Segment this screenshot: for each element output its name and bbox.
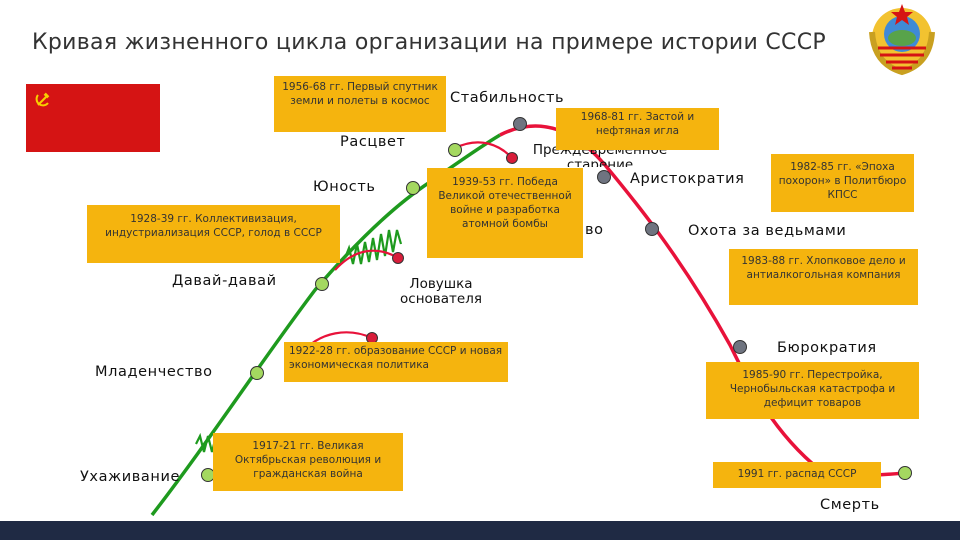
stage-infancy: Младенчество [95,364,213,380]
stage-youth: Юность [313,179,376,195]
event-1991: 1991 гг. распад СССР [713,462,881,488]
dot-aristocracy [597,170,611,184]
stage-bureaucracy: Бюрократия [777,340,877,356]
dot-infancy [250,366,264,380]
page-title: Кривая жизненного цикла организации на п… [32,30,826,55]
ussr-emblem-icon [869,4,935,76]
stage-go-go: Давай-давай [172,273,277,289]
stage-courtship: Ухаживание [80,469,181,485]
event-1939: 1939-53 гг. Победа Великой отечественной… [427,168,583,258]
event-1956: 1956-68 гг. Первый спутник земли и полет… [274,76,446,132]
event-1928: 1928-39 гг. Коллективизация, индустриали… [87,205,340,263]
event-1922: 1922-28 гг. образование СССР и новая эко… [284,342,508,382]
founder-trap-curve [334,249,399,271]
event-1968: 1968-81 гг. Застой и нефтяная игла [556,108,719,150]
dot-bureaucracy [733,340,747,354]
ussr-flag [26,84,160,152]
dot-founder-trap [392,252,404,264]
stage-death: Смерть [820,497,880,513]
dot-premature-aging [506,152,518,164]
stage-aristocracy: Аристократия [630,171,745,187]
dot-prime [448,143,462,157]
dot-youth [406,181,420,195]
youth-spring [343,229,403,265]
event-1917: 1917-21 гг. Великая Октябрьская революци… [213,433,403,491]
dot-death [898,466,912,480]
dot-witch-hunt [645,222,659,236]
stage-witch-hunt: Охота за ведьмами [688,223,847,239]
bottom-bar [0,521,960,540]
growth-curve [150,133,501,517]
event-1982: 1982-85 гг. «Эпоха похорон» в Политбюро … [771,154,914,212]
dot-stability [513,117,527,131]
event-1985: 1985-90 гг. Перестройка, Чернобыльская к… [706,362,919,419]
event-1983: 1983-88 гг. Хлопковое дело и антиалкогол… [729,249,918,305]
stage-stability: Стабильность [450,90,565,106]
dot-gogo [315,277,329,291]
stage-divorce-partial: во [585,222,604,238]
stage-prime: Расцвет [340,134,406,150]
hammer-sickle-icon [35,92,50,107]
stage-founder-trap: Ловушка основателя [400,276,482,307]
